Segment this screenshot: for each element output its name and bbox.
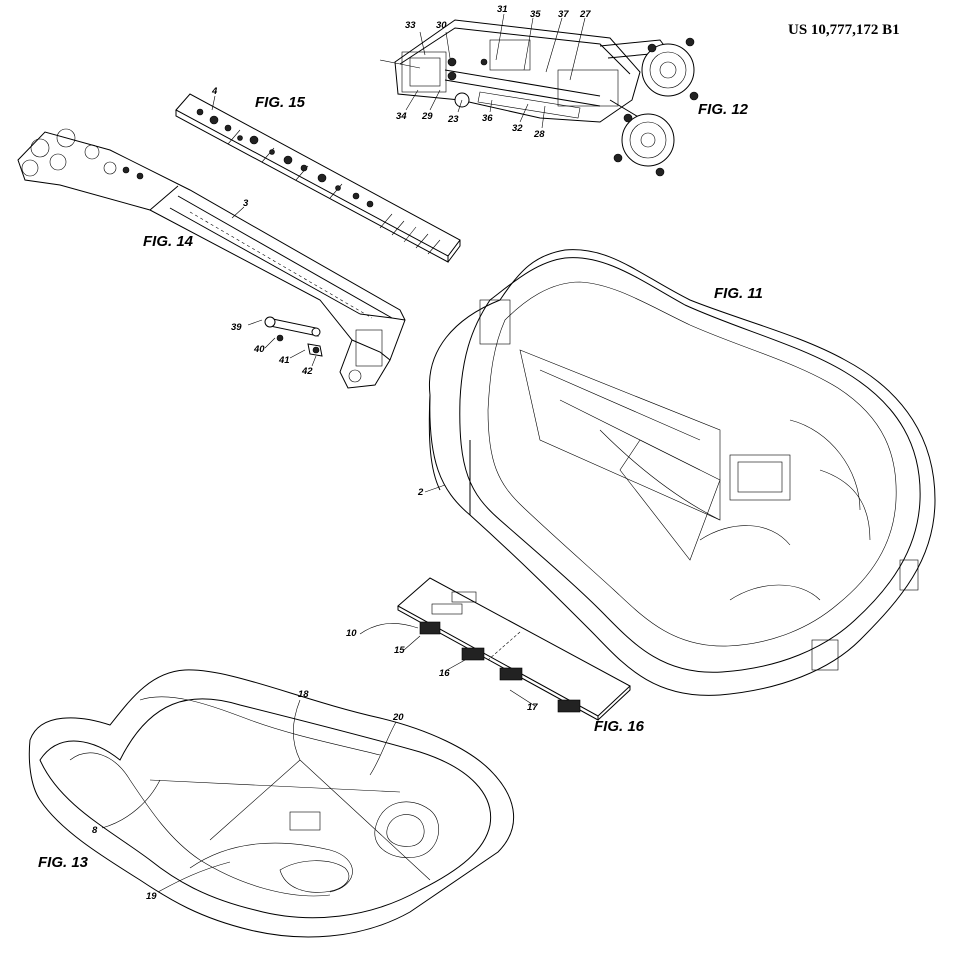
ref-34: 34	[396, 111, 407, 122]
fig-16-drawing	[397, 577, 631, 721]
ref-15: 15	[394, 645, 405, 656]
ref-19: 19	[146, 891, 157, 902]
component-17a	[499, 667, 523, 681]
ref-17: 17	[527, 702, 538, 713]
ref-42: 42	[301, 366, 313, 377]
leader-lines	[101, 13, 586, 893]
fig-14-label: FIG. 14	[143, 233, 194, 250]
component-17b	[557, 699, 581, 713]
fig-15-label: FIG. 15	[255, 94, 306, 111]
ref-31: 31	[497, 4, 508, 15]
fig-15-drawing	[175, 93, 461, 263]
fig-13-label: FIG. 13	[38, 854, 89, 871]
ref-39: 39	[231, 322, 242, 333]
ref-4: 4	[211, 86, 218, 97]
ref-16: 16	[439, 668, 450, 679]
component-16	[461, 647, 485, 661]
ref-27: 27	[579, 9, 591, 20]
component-15	[419, 621, 441, 635]
patent-number: US 10,777,172 B1	[788, 22, 900, 38]
fig-14-drawing	[17, 128, 406, 389]
fig-11-label: FIG. 11	[714, 285, 763, 302]
fig-13-drawing	[28, 669, 515, 938]
ref-30: 30	[436, 20, 447, 31]
fig-12-drawing	[379, 19, 699, 177]
ref-29: 29	[421, 111, 433, 122]
fig-12-label: FIG. 12	[698, 101, 749, 118]
ref-40: 40	[253, 344, 265, 355]
ref-32: 32	[512, 123, 523, 134]
ref-28: 28	[533, 129, 545, 140]
ref-33: 33	[405, 20, 416, 31]
fig-14-parts	[264, 316, 323, 357]
ref-41: 41	[278, 355, 290, 366]
ref-2: 2	[417, 487, 424, 498]
ref-18: 18	[298, 689, 309, 700]
ref-10: 10	[346, 628, 357, 639]
ref-36: 36	[482, 113, 493, 124]
ref-20: 20	[392, 712, 404, 723]
ref-8: 8	[92, 825, 98, 836]
fig-11-drawing	[428, 249, 936, 696]
ref-37: 37	[558, 9, 569, 20]
ref-35: 35	[530, 9, 541, 20]
ref-3: 3	[243, 198, 249, 209]
ref-23: 23	[447, 114, 459, 125]
fig-16-label: FIG. 16	[594, 718, 645, 735]
